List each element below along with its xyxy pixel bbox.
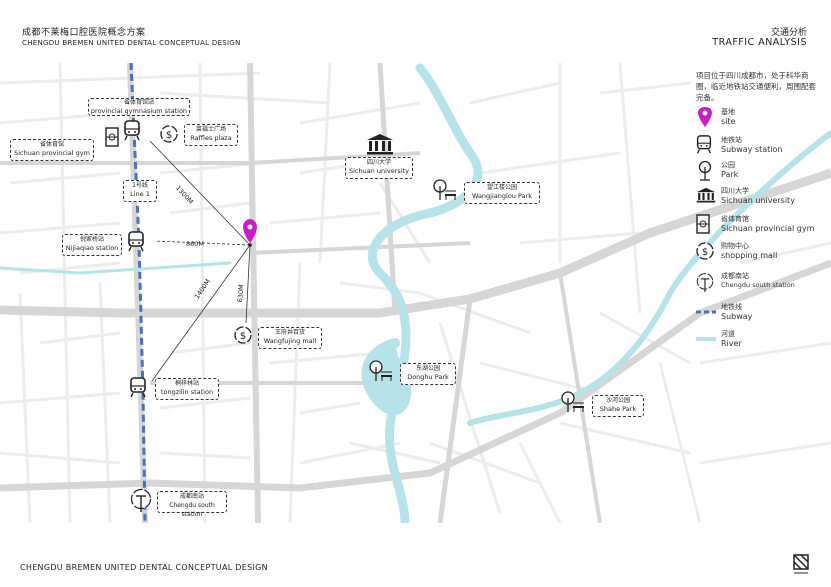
section-title-en: TRAFFIC ANALYSIS bbox=[712, 37, 807, 48]
section-title-cn: 交通分析 bbox=[770, 28, 807, 38]
company-logo-icon bbox=[792, 553, 810, 577]
subway-line-1 bbox=[129, 63, 147, 523]
footer-text: CHENGDU BREMEN UNITED DENTAL CONCEPTUAL … bbox=[20, 563, 268, 572]
rivers bbox=[0, 63, 831, 523]
header-title-cn: 成都不莱梅口腔医院概念方案 bbox=[22, 28, 146, 38]
site-map-pin-icon[interactable] bbox=[243, 219, 257, 247]
header-title-en: CHENGDU BREMEN UNITED DENTAL CONCEPTUAL … bbox=[22, 39, 241, 47]
traffic-map bbox=[0, 63, 831, 523]
minor-roads bbox=[0, 63, 831, 523]
distance-lines bbox=[149, 140, 251, 382]
